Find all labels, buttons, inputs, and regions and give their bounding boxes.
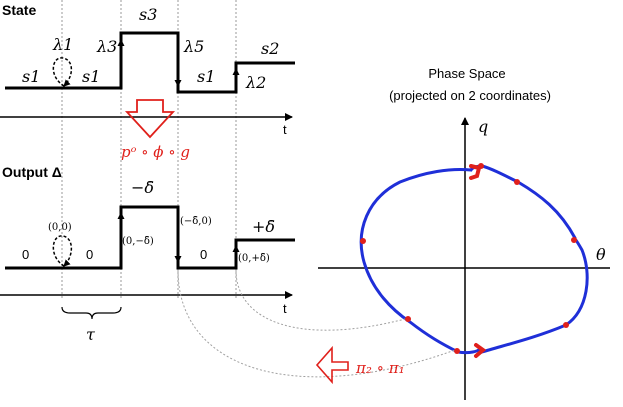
state-label-s1-b: s1: [82, 67, 100, 86]
connector-curve-lower: [177, 269, 456, 378]
map-label: pᵒ ∘ ϕ ∘ g: [121, 143, 190, 161]
phase-y-label: q: [478, 117, 488, 136]
phase-title: Phase Space: [428, 66, 505, 81]
output-heading: Output Δ: [2, 164, 62, 180]
jump-label-0-minus: (0,−δ̄): [122, 236, 154, 247]
state-heading: State: [2, 2, 36, 18]
output-value-0-a: 0: [22, 247, 29, 262]
trajectory-points: [360, 163, 577, 354]
trajectory-jump-top: [469, 164, 482, 180]
trajectory-point: [360, 238, 366, 244]
lambda3-label: λ3: [96, 37, 117, 56]
jump-label-00: (0,0): [48, 222, 72, 233]
trajectory-point: [478, 163, 484, 169]
jump-label-0-plus: (0,+δ̄): [238, 253, 270, 264]
phase-trajectory: [359, 164, 589, 355]
self-loop-lambda1: [52, 57, 73, 87]
output-value-plus-delta: +δ̄: [252, 217, 275, 236]
state-label-s2: s2: [261, 39, 279, 58]
projection-label: π₂ ∘ π₁: [355, 359, 405, 377]
trajectory-jump-bottom: [474, 343, 487, 358]
output-value-0-b: 0: [86, 247, 93, 262]
output-value-minus-delta: −δ̄: [131, 178, 154, 197]
trajectory-point: [405, 316, 411, 322]
lambda1-label: λ1: [52, 35, 73, 54]
tau-label: τ: [86, 325, 96, 344]
map-arrow-icon: [124, 99, 176, 139]
state-label-s1-a: s1: [22, 67, 40, 86]
state-axis-label: t: [283, 122, 287, 137]
tau-brace: [61, 306, 122, 320]
jump-label-minus-0: (−δ̄,0): [180, 216, 212, 227]
lambda2-label: λ2: [245, 73, 266, 92]
trajectory-point: [563, 322, 569, 328]
phase-x-label: θ: [596, 245, 606, 264]
projection-arrow-icon: [315, 345, 349, 385]
state-label-s3: s3: [139, 5, 157, 24]
phase-subtitle: (projected on 2 coordinates): [389, 88, 551, 103]
connector-curve-upper: [235, 269, 406, 331]
lambda5-label: λ5: [183, 37, 204, 56]
state-label-s1-c: s1: [197, 67, 215, 86]
output-axis-label: t: [283, 301, 287, 316]
trajectory-point: [454, 348, 460, 354]
trajectory-point: [571, 237, 577, 243]
state-signal: [5, 31, 295, 94]
trajectory-point: [514, 179, 520, 185]
output-value-0-c: 0: [200, 247, 207, 262]
